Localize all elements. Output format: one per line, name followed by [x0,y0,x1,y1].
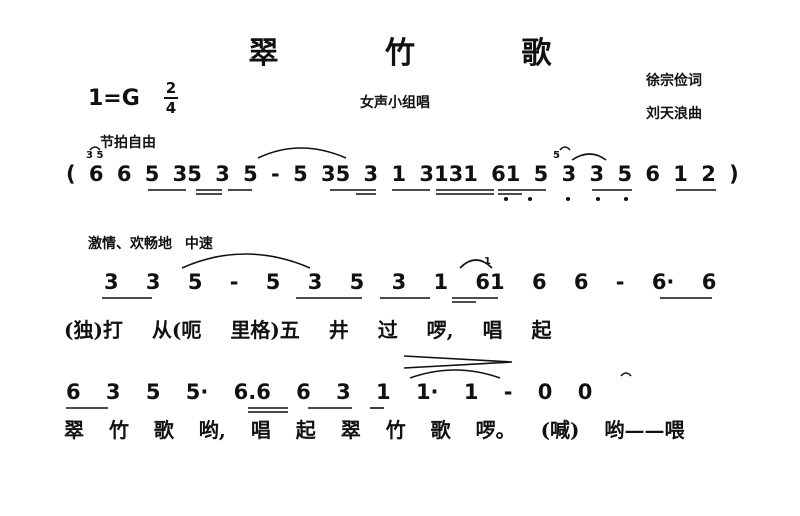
composer-credit: 刘天浪曲 [646,106,702,122]
slur-mark [459,259,493,269]
grace-notes-1: 3 5 [86,150,104,161]
octave-dot [504,197,508,201]
slur-mark [571,153,607,161]
slur-mark [257,147,347,159]
song-title: 翠 竹 歌 [248,36,600,71]
lyricist-credit: 徐宗俭词 [646,73,702,89]
fermata-mark [89,146,101,151]
time-signature-bottom: 4 [165,99,177,117]
grace-note-3: 1 [484,256,491,267]
staff-2-notes: 3 3 5 - 5 3 5 3 1 61 6 6 - 6· 6 [104,270,717,294]
staff-2-lyrics: (独)打 从(呃 里格)五 井 过 啰, 唱 起 [64,318,552,342]
octave-dot [596,197,600,201]
time-signature-top: 2 [165,79,177,97]
key-signature: 1=G [88,86,140,111]
section-tempo-marking: 激情、欢畅地 中速 [88,236,213,252]
slur-mark [409,369,501,379]
intro-tempo-marking: 节拍自由 [100,135,156,151]
crescendo-mark [403,355,513,369]
time-signature: 2 4 [164,80,178,116]
staff-1-notes: ( 6 6 5 35 3 5 - 5 35 3 1 3131 61 5 3 3 … [66,162,739,186]
fermata-mark [620,372,632,377]
fermata-mark [559,146,571,151]
octave-dot [566,197,570,201]
octave-dot [624,197,628,201]
grace-notes-2: 5 [553,150,560,161]
time-signature-bar [164,97,178,99]
slur-mark [181,253,311,269]
staff-3-lyrics: 翠 竹 歌 哟, 唱 起 翠 竹 歌 啰。 (喊) 哟——喂 [64,418,685,442]
octave-dot [528,197,532,201]
staff-3-notes: 6 3 5 5· 6.6 6 3 1 1· 1 - 0 0 [66,380,593,404]
performance-note: 女声小组唱 [360,95,430,111]
